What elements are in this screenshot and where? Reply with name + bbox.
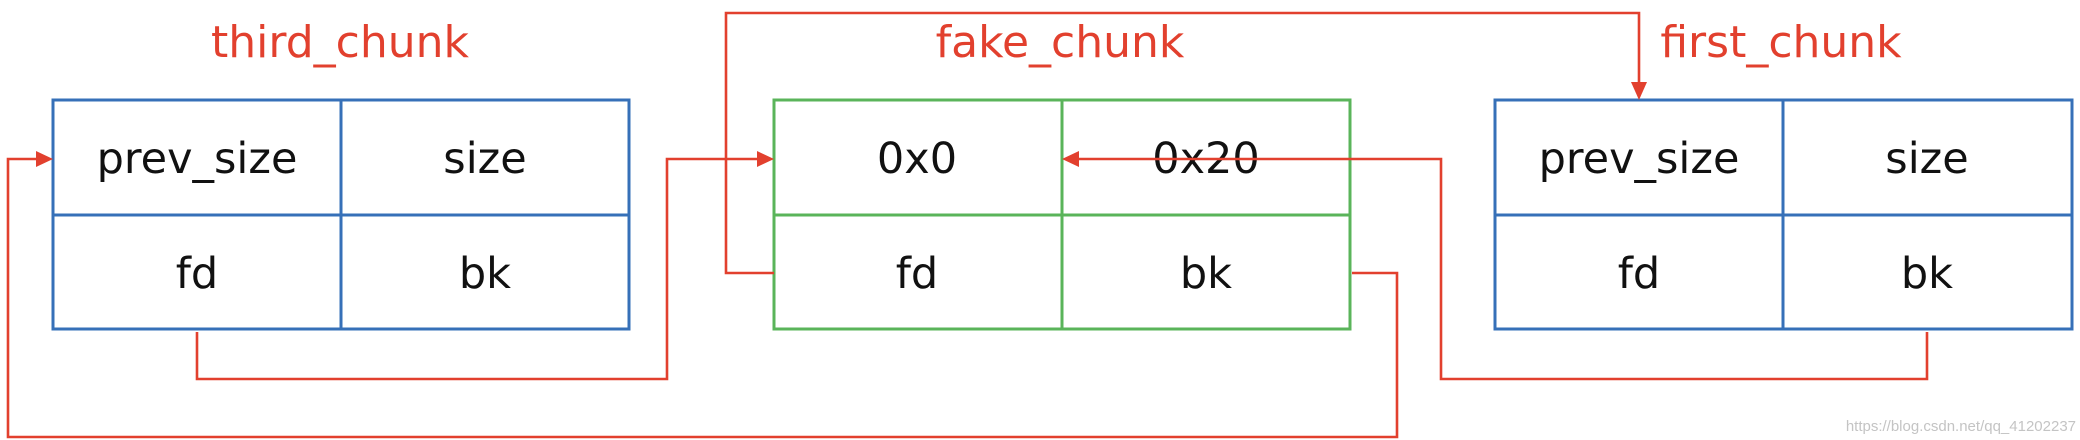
arrow-fake-fd-to-first-arrowhead [1631,82,1647,100]
fake-chunk-bk-cell: bk [1180,249,1232,299]
first-chunk-bk-cell: bk [1901,249,1953,299]
third-chunk-size-cell: size [443,134,526,184]
third-chunk-fd-cell: fd [176,249,218,299]
arrow-first-bk-to-fake-arrowhead [1062,151,1079,167]
arrow-first-bk-to-fake-line [1078,157,1929,381]
third-chunk-prev-size-cell: prev_size [97,134,298,184]
first-chunk-size-cell: size [1885,134,1968,184]
arrow-fake-bk-to-third [6,151,1399,439]
arrow-fake-fd-to-first [724,11,1647,275]
first-chunk-title: first_chunk [1660,17,1902,68]
third-chunk-title: third_chunk [211,17,469,68]
fake-chunk-title: fake_chunk [936,17,1185,68]
arrow-third-fd-to-fake-arrowhead [757,151,774,167]
third-chunk-bk-cell: bk [459,249,511,299]
fake-chunk-prev-size-cell: 0x0 [877,134,957,184]
arrow-first-bk-to-fake [1062,151,1929,381]
third-chunk: third_chunk prev_size size fd bk [51,17,631,331]
arrow-fake-bk-to-third-line [6,157,1399,439]
first-chunk: first_chunk prev_size size fd bk [1493,17,2074,331]
arrow-third-fd-to-fake-line [195,157,758,381]
first-chunk-prev-size-cell: prev_size [1539,134,1740,184]
first-chunk-fd-cell: fd [1618,249,1660,299]
arrow-fake-bk-to-third-arrowhead [36,151,53,167]
watermark-text: https://blog.csdn.net/qq_41202237 [1846,418,2076,435]
fake-chunk-fd-cell: fd [896,249,938,299]
arrow-third-fd-to-fake [195,151,774,381]
arrow-fake-fd-to-first-line [724,11,1641,275]
fake-chunk: fake_chunk 0x0 0x20 fd bk [772,17,1352,331]
